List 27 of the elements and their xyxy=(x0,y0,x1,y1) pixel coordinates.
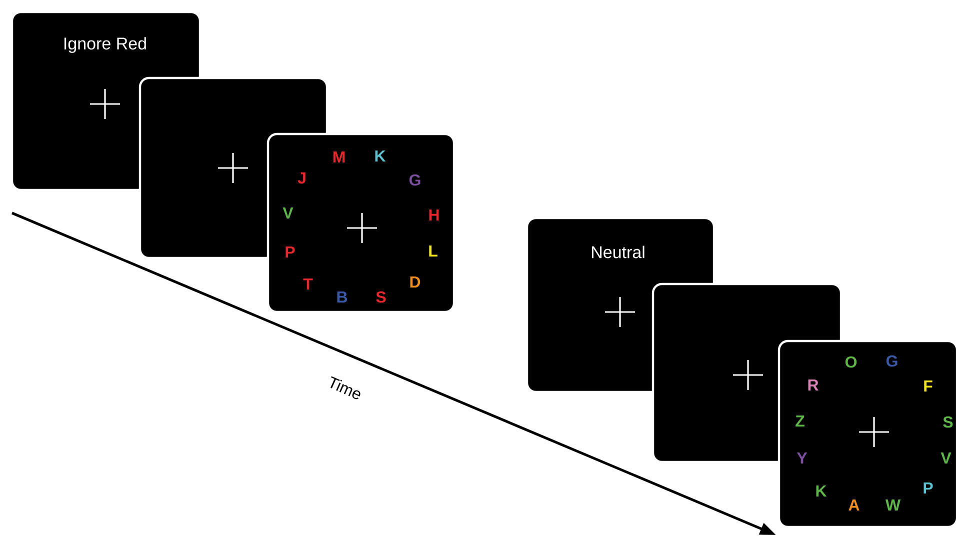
letter: Y xyxy=(796,452,808,464)
letter: R xyxy=(808,380,818,390)
letter: S xyxy=(376,291,386,303)
letter: P xyxy=(924,482,933,494)
letter: S xyxy=(943,416,953,428)
letter: L xyxy=(429,246,438,256)
cue-text: Ignore Red xyxy=(64,37,146,53)
letter: G xyxy=(409,174,420,186)
letter: H xyxy=(429,210,439,220)
letter: V xyxy=(282,208,294,218)
axis-label: Time xyxy=(330,376,360,400)
letter: J xyxy=(298,172,306,184)
letter: F xyxy=(924,380,932,392)
letter: B xyxy=(337,292,348,302)
letter: K xyxy=(375,150,386,162)
letter: M xyxy=(333,152,345,162)
letter: T xyxy=(303,278,313,290)
letter: K xyxy=(816,486,827,496)
letter: D xyxy=(410,276,420,288)
cue-text: Neutral xyxy=(592,246,644,258)
letter: O xyxy=(845,356,857,368)
letter: W xyxy=(885,500,901,510)
letter: P xyxy=(286,246,295,258)
letter: A xyxy=(848,500,860,510)
letter: Z xyxy=(796,416,804,426)
letter: V xyxy=(940,452,952,464)
letter: G xyxy=(886,355,898,367)
